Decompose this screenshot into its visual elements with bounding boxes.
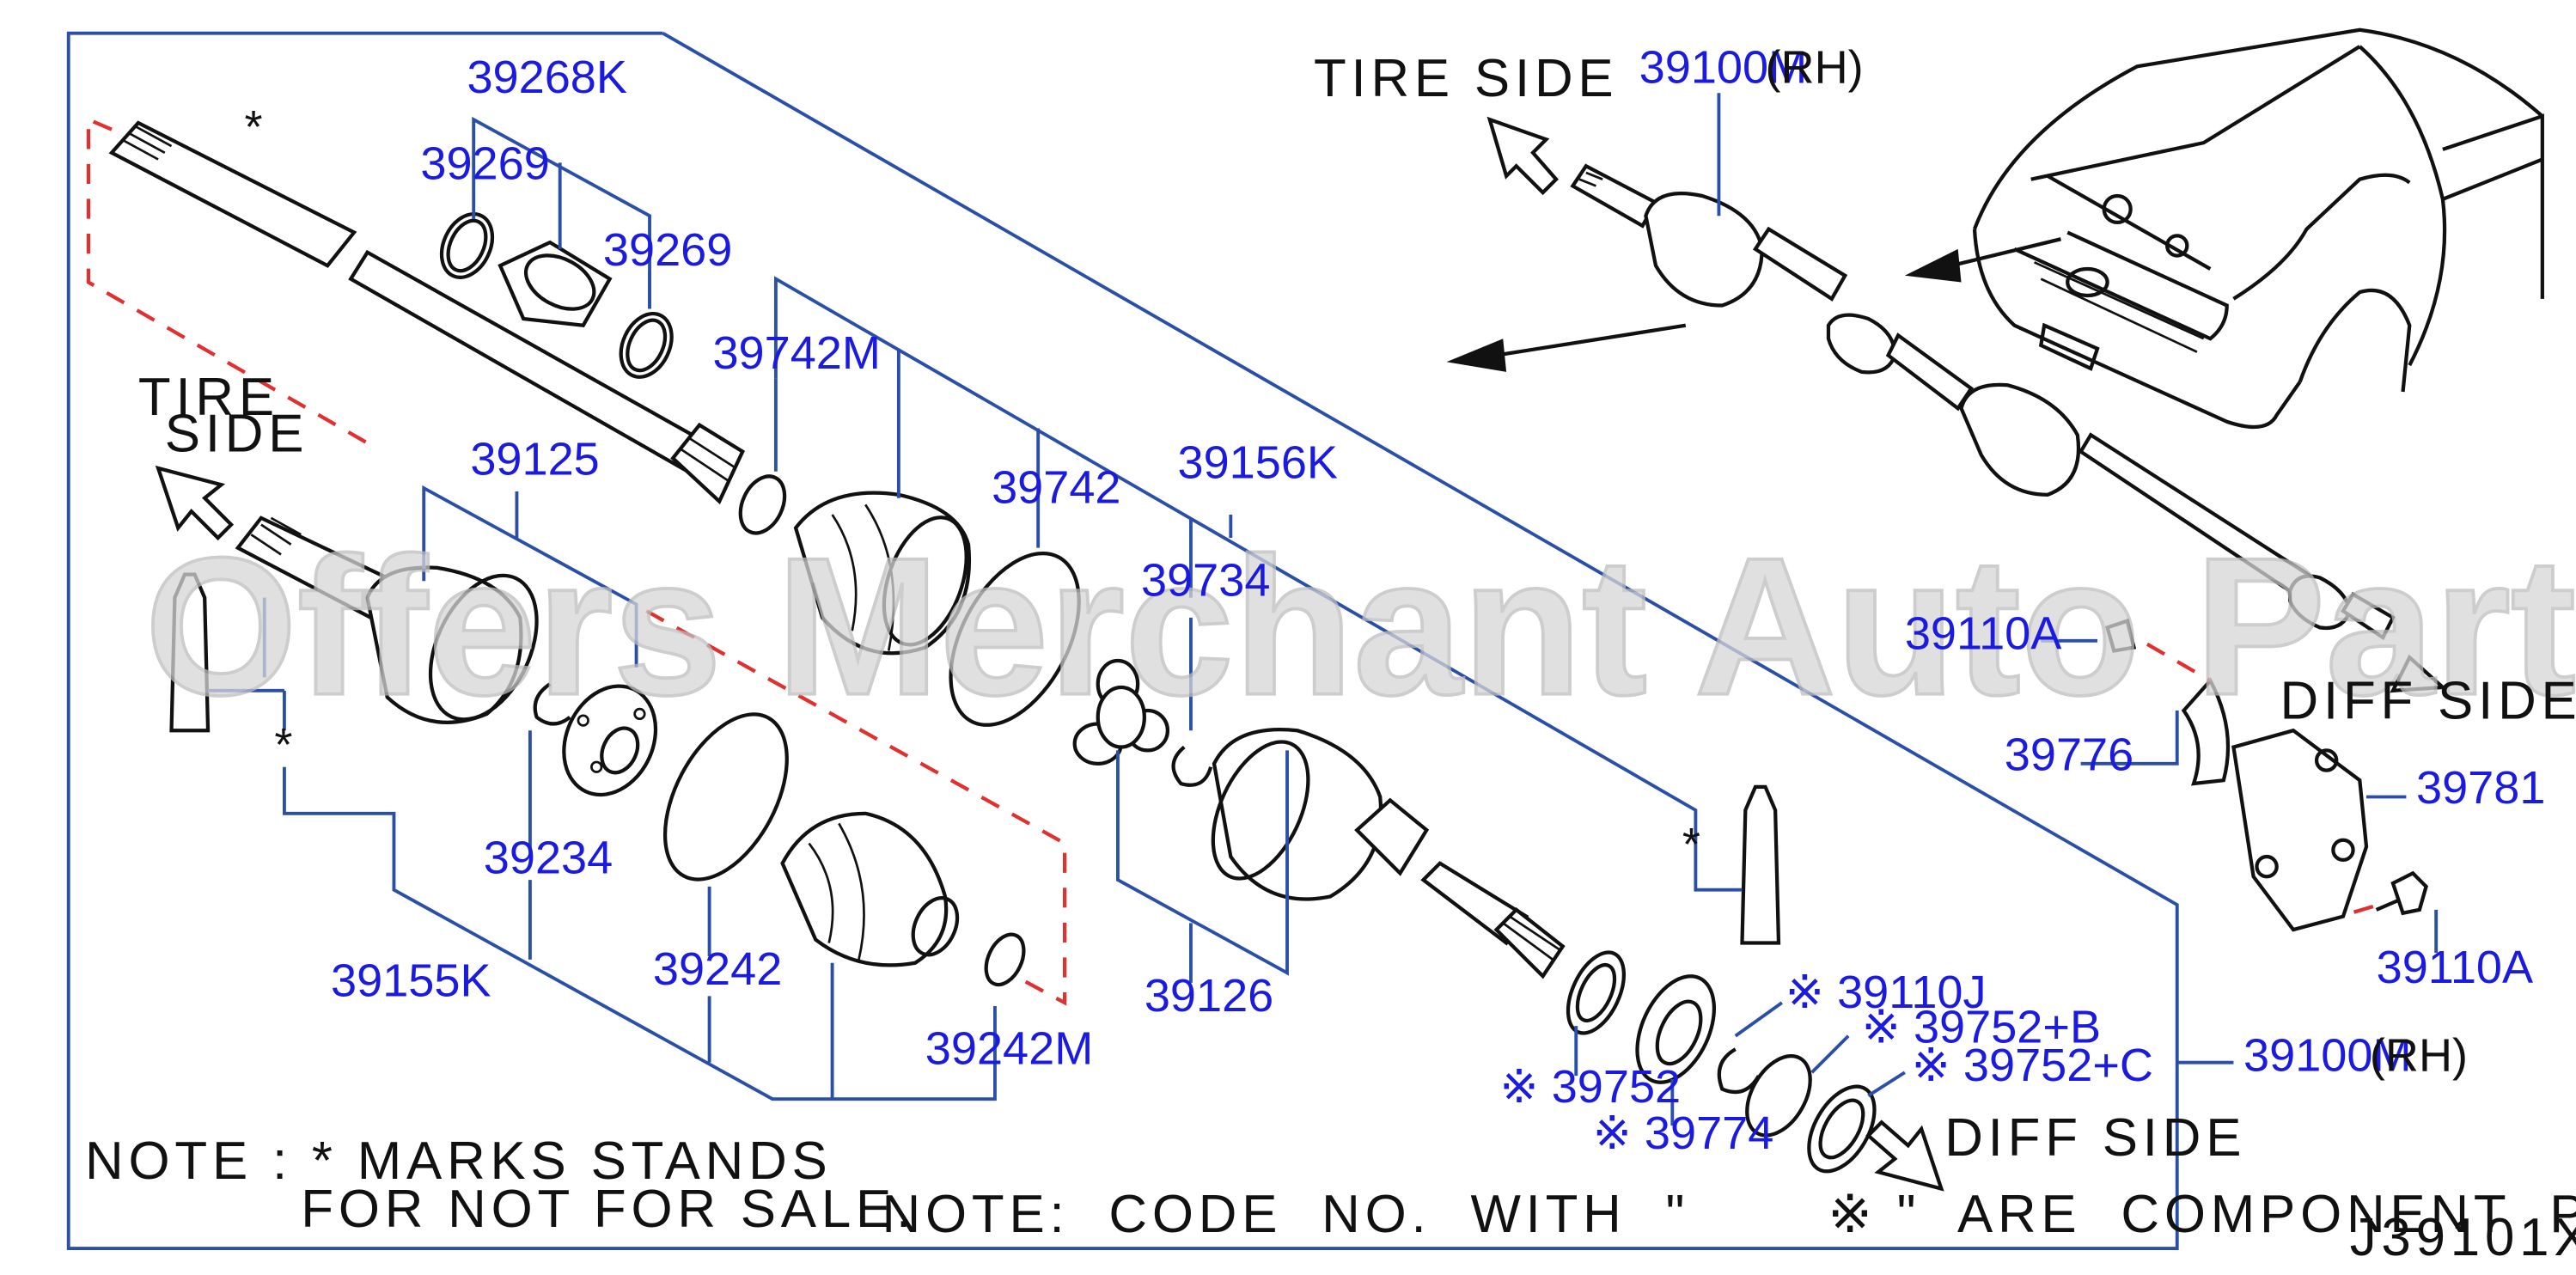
label-39752: ※ 39752 <box>1499 1061 1681 1113</box>
inner-seal-39752c <box>1818 1098 1865 1160</box>
label-39781: 39781 <box>2416 762 2545 814</box>
inner-shaft <box>108 120 745 505</box>
label-39155k: 39155K <box>331 955 491 1006</box>
alignment-dash-upper <box>86 116 372 447</box>
label-39156k: 39156K <box>1178 437 1339 489</box>
circlip-39234 <box>533 682 571 726</box>
leader-lines <box>208 116 2234 1126</box>
grease-tube-left <box>169 572 211 733</box>
label-39752c: ※ 39752+C <box>1912 1040 2153 1091</box>
tire-side-top: TIRE SIDE <box>1314 49 1619 108</box>
tire-side-arrow-top <box>1486 116 1559 196</box>
inner-joint-housing-39126 <box>1211 728 1566 979</box>
asterisk-1: * <box>245 101 263 153</box>
grease-tube-right <box>1740 784 1781 945</box>
bearing-cage <box>562 684 658 797</box>
plate-39752b <box>1745 1054 1812 1138</box>
band-39242 <box>662 712 789 882</box>
label-39742m: 39742M <box>712 327 880 379</box>
asterisk-2: * <box>274 719 292 771</box>
snap-ring-39734 <box>1171 745 1213 787</box>
bolt-39110a <box>2375 870 2428 916</box>
frame-border <box>66 31 2179 1251</box>
diff-side-arrow-right <box>2390 654 2448 693</box>
car-outline <box>1972 27 2544 430</box>
label-39126: 39126 <box>1145 970 1273 1022</box>
leader-lines-right <box>1717 93 2439 954</box>
note-line-1: NOTE : * MARKS STANDS <box>85 1132 833 1191</box>
boot-kit-39268k <box>439 212 674 379</box>
label-39752b: ※ 39752+B <box>1862 1001 2101 1052</box>
note-line-2: FOR NOT FOR SALE. <box>301 1180 916 1239</box>
plate-39776 <box>2181 677 2231 786</box>
label-39242m: 39242M <box>925 1023 1093 1075</box>
label-39269-b: 39269 <box>603 224 732 276</box>
direction-arrows <box>1446 237 2061 372</box>
label-39125: 39125 <box>470 434 599 485</box>
label-39242: 39242 <box>653 943 782 995</box>
assembled-drive-shaft <box>1570 163 2396 641</box>
rh-top: (RH) <box>1766 42 1864 94</box>
label-39110a-top: 39110A <box>1905 608 2061 660</box>
note-code: NOTE: CODE NO. WITH " ※ " ARE COMPONENT … <box>882 1185 2576 1244</box>
boot-39742-upper <box>793 491 971 656</box>
bracket-39781 <box>2231 728 2369 932</box>
snap-ring-39110j <box>1717 1047 1761 1095</box>
label-39734: 39734 <box>1141 555 1270 607</box>
tire-side-arrow-left <box>155 465 235 541</box>
diff-side-right: DIFF SIDE <box>2280 672 2576 731</box>
watermark: Offers Merchant Auto Parts Catalog PARTS… <box>145 518 2576 736</box>
asterisk-3: * <box>1682 819 1700 870</box>
diff-side-arrow-bottom <box>1865 1119 1944 1192</box>
diff-side-bottom: DIFF SIDE <box>1944 1108 2246 1168</box>
tire-side-left-2: SIDE <box>165 405 309 464</box>
label-39269-a: 39269 <box>420 138 549 190</box>
label-39234: 39234 <box>484 832 613 883</box>
label-39268k: 39268K <box>467 52 627 103</box>
label-39774: ※ 39774 <box>1593 1107 1774 1159</box>
boot-lower <box>780 811 960 967</box>
label-39110a: 39110A <box>2377 942 2534 993</box>
label-39100m-right: 39100M <box>2243 1029 2411 1081</box>
label-39776: 39776 <box>2005 729 2133 781</box>
bolt-39110a-top <box>2104 618 2137 653</box>
seal-39752c <box>1807 1084 1877 1174</box>
clamp-39742m <box>738 474 787 535</box>
tire-side-left-1: TIRE <box>138 368 279 427</box>
rh-right: (RH) <box>2370 1029 2468 1081</box>
inner-seal-39752 <box>1575 963 1617 1023</box>
label-39100m-top: 39100M <box>1639 42 1807 94</box>
clamp-39242m <box>984 932 1026 987</box>
tripod-spider <box>1072 658 1170 766</box>
outer-joint-39125 <box>235 515 539 724</box>
band-39742 <box>949 551 1081 727</box>
seal-39752 <box>1566 950 1626 1035</box>
diagram-id: J39101XN <box>2350 1208 2576 1267</box>
bearing-39774 <box>1635 974 1717 1084</box>
alignment-dash-bolt <box>2339 904 2374 918</box>
alignment-dash-lower <box>645 609 1067 1006</box>
label-39110j: ※ 39110J <box>1785 967 1987 1018</box>
alignment-dash-bracket <box>2146 642 2212 683</box>
label-39742: 39742 <box>992 461 1120 513</box>
